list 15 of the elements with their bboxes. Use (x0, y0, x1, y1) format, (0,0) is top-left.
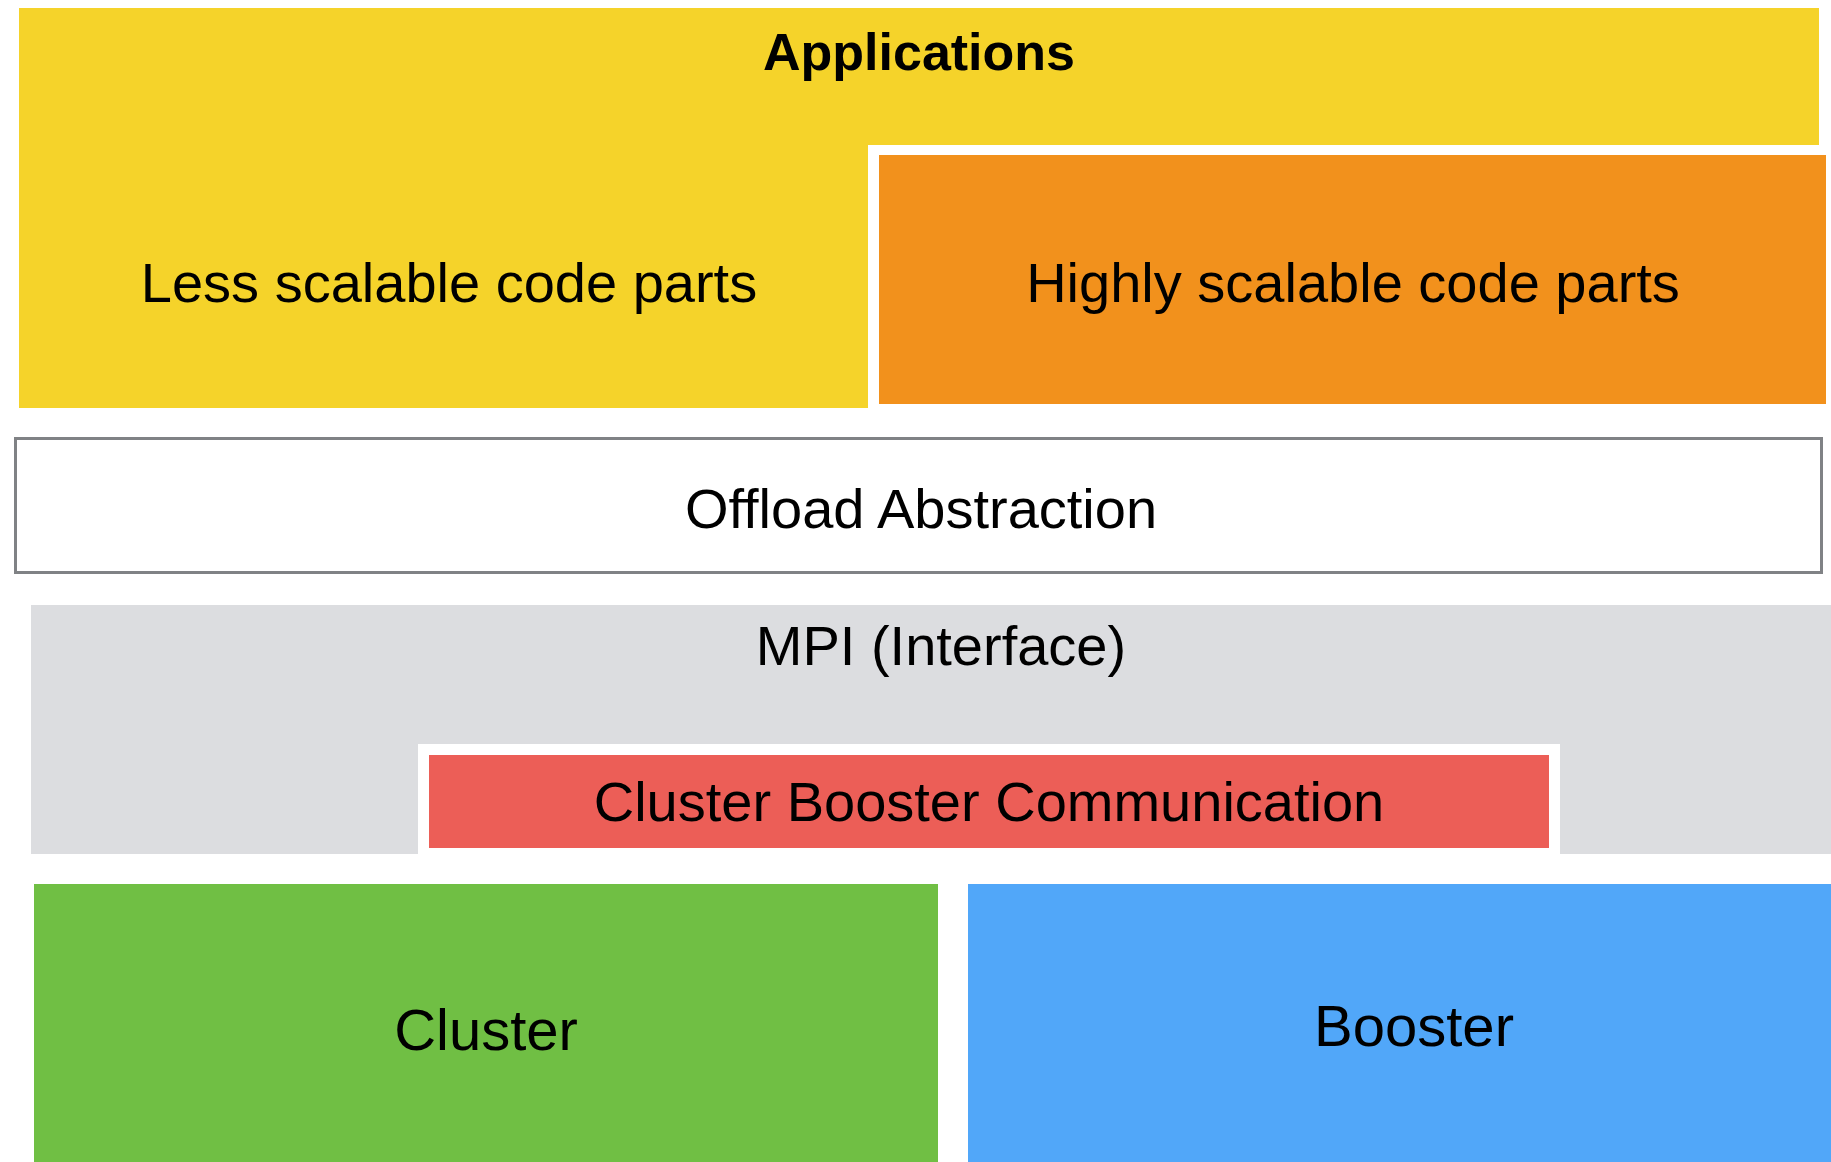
box-label: Highly scalable code parts (1026, 249, 1680, 315)
application-l-shape (19, 8, 1819, 408)
hardware-box (968, 884, 1831, 1162)
layer-title: MPI (Interface) (755, 612, 1127, 678)
process-box (429, 755, 1549, 848)
layer-title: Applications (763, 22, 1075, 82)
layer-box (14, 437, 1823, 574)
hardware-box (34, 884, 938, 1162)
box-label: Cluster Booster Communication (593, 768, 1385, 834)
box-label: Less scalable code parts (140, 249, 758, 315)
box-label: Booster (1314, 991, 1514, 1059)
box-label: Cluster (394, 995, 578, 1063)
box-label: Offload Abstraction (684, 475, 1158, 541)
interface-layer (31, 605, 1831, 854)
process-box (879, 155, 1826, 404)
